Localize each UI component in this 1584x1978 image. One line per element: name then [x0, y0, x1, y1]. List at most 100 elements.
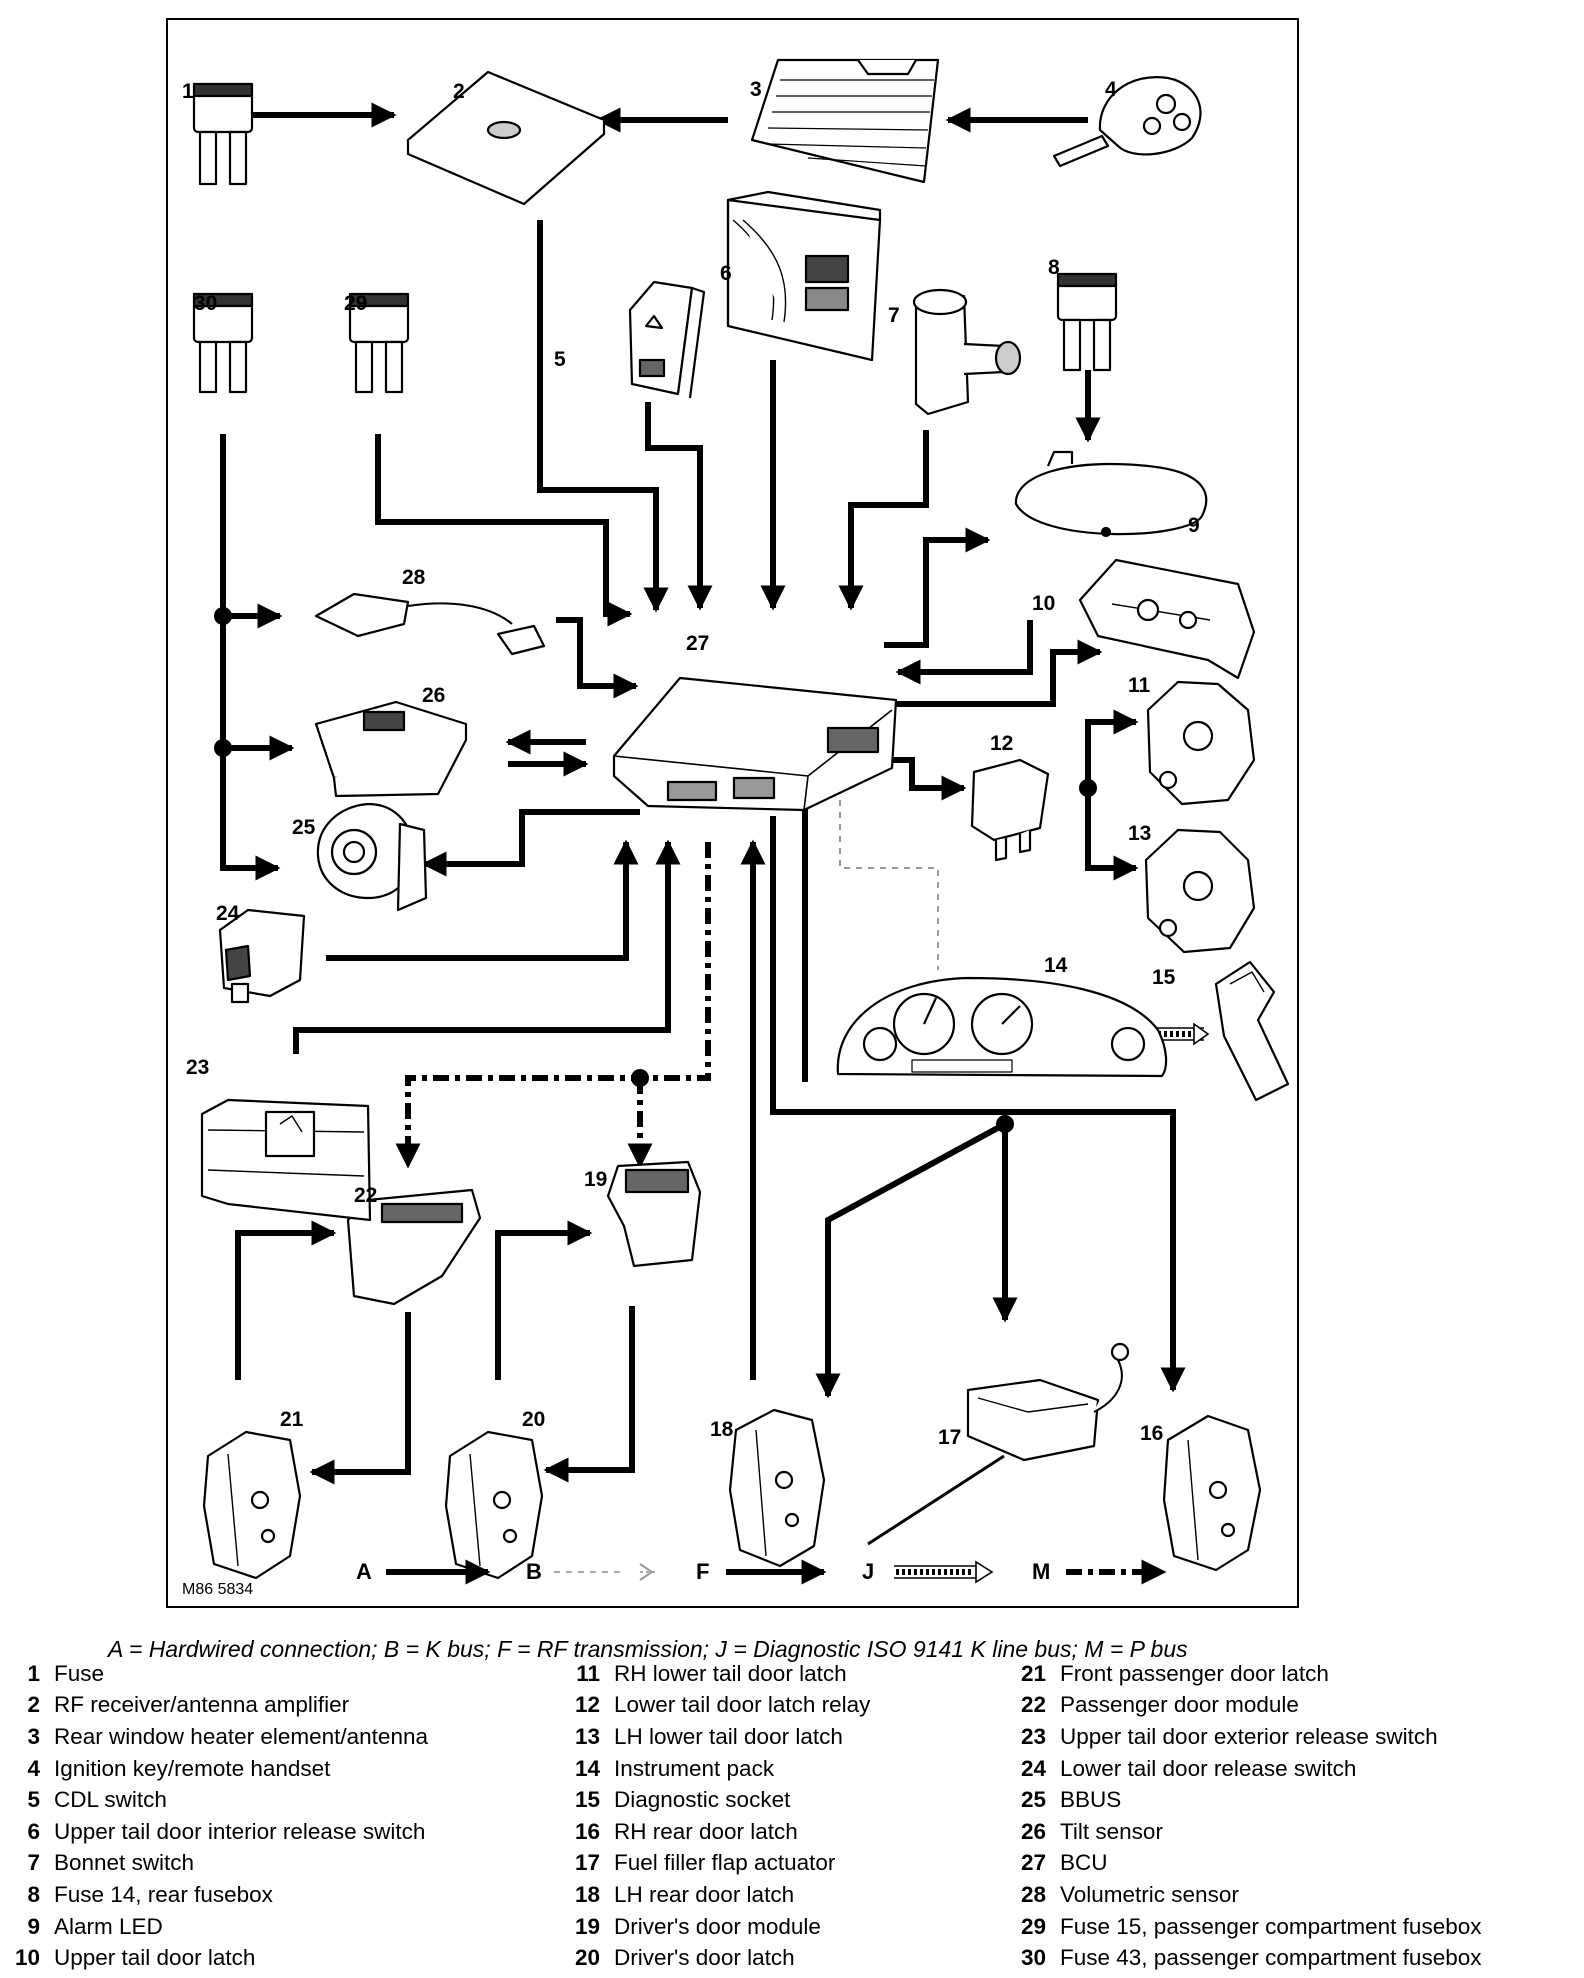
- key-number: 4: [27, 1755, 40, 1781]
- key-item: 7 Bonnet switch: [10, 1848, 428, 1880]
- key-number: 24: [1020, 1755, 1046, 1781]
- key-item: 22 Passenger door module: [1016, 1690, 1481, 1722]
- label-14: 14: [1044, 954, 1068, 977]
- label-26: 26: [422, 684, 445, 707]
- junction-dot: [1079, 779, 1097, 797]
- diagnostic-socket-drawing: [1214, 960, 1290, 1102]
- key-label: Bonnet switch: [54, 1850, 195, 1876]
- key-number: 17: [574, 1850, 600, 1876]
- tilt-sensor-drawing: [314, 700, 468, 798]
- label-22: 22: [354, 1184, 377, 1207]
- drivers-latch-drawing: [444, 1430, 544, 1580]
- label-6: 6: [720, 262, 732, 285]
- label-12: 12: [990, 732, 1013, 755]
- key-number: 9: [27, 1913, 40, 1939]
- label-25: 25: [292, 816, 316, 839]
- key-number: 19: [574, 1913, 600, 1939]
- wire-12-13: [1085, 788, 1139, 881]
- label-9: 9: [1188, 514, 1200, 537]
- wire-jct-18: [815, 1121, 1007, 1399]
- key-number: 26: [1020, 1818, 1046, 1844]
- fuel-flap-actuator-drawing: [867, 1342, 1130, 1546]
- instrument-pack-drawing: [836, 976, 1168, 1078]
- junction-dot: [996, 1115, 1014, 1133]
- fuse-29-drawing: [348, 292, 410, 394]
- label-10: 10: [1032, 592, 1055, 615]
- key-number: 29: [1020, 1913, 1046, 1939]
- key-number: 13: [574, 1723, 600, 1749]
- label-7: 7: [888, 304, 900, 327]
- key-number: 12: [574, 1692, 600, 1718]
- rh-rear-latch-drawing: [1162, 1414, 1262, 1572]
- wire-20-19: [495, 1220, 593, 1380]
- wire-28-27: [556, 617, 639, 699]
- legend-letter-f: F: [696, 1559, 709, 1584]
- key-number: 14: [574, 1755, 600, 1781]
- key-item: 4 Ignition key/remote handset: [10, 1753, 428, 1785]
- cdl-switch-drawing: [628, 280, 706, 399]
- key-label: Ignition key/remote handset: [54, 1755, 331, 1781]
- key-label: CDL switch: [54, 1787, 167, 1813]
- key-label: Rear window heater element/antenna: [54, 1723, 428, 1749]
- wire-12-11: [1085, 709, 1139, 788]
- label-16: 16: [1140, 1422, 1163, 1445]
- interior-release-switch-drawing: [726, 190, 882, 362]
- label-24: 24: [216, 902, 240, 925]
- line-type-caption: A = Hardwired connection; B = K bus; F =…: [108, 1636, 1188, 1662]
- label-17: 17: [938, 1426, 961, 1449]
- label-27: 27: [686, 632, 709, 655]
- label-8: 8: [1048, 256, 1060, 279]
- wire-30-bus: [220, 434, 281, 881]
- key-label: Driver's door latch: [614, 1945, 795, 1971]
- key-number: 30: [1020, 1945, 1046, 1971]
- key-number: 15: [574, 1787, 600, 1813]
- key-label: BCU: [1060, 1850, 1108, 1876]
- kbus-line: [839, 776, 939, 970]
- label-5: 5: [554, 348, 566, 371]
- alarm-led-drawing: [1014, 450, 1208, 538]
- key-item: 20 Driver's door latch: [570, 1942, 870, 1974]
- key-number: 2: [27, 1692, 40, 1718]
- key-label: Upper tail door latch: [54, 1945, 256, 1971]
- key-label: Lower tail door latch relay: [614, 1692, 871, 1718]
- key-item: 24 Lower tail door release switch: [1016, 1753, 1481, 1785]
- junction-dot: [214, 739, 232, 757]
- label-29: 29: [344, 292, 367, 315]
- key-label: Passenger door module: [1060, 1692, 1299, 1718]
- label-3: 3: [750, 78, 762, 101]
- key-label: Lower tail door release switch: [1060, 1755, 1357, 1781]
- key-number: 8: [27, 1881, 40, 1907]
- key-label: Front passenger door latch: [1060, 1660, 1329, 1686]
- fuse-30-drawing: [192, 292, 254, 394]
- bbus-siren-drawing: [316, 802, 428, 912]
- label-11: 11: [1128, 674, 1151, 697]
- wire-23-27: [293, 839, 681, 1054]
- key-label: Fuse 14, rear fusebox: [54, 1881, 273, 1907]
- diag-arrow-right: [1193, 1022, 1210, 1046]
- key-number: 7: [27, 1850, 40, 1876]
- wire-27-10: [896, 639, 1103, 707]
- key-number: 22: [1020, 1692, 1046, 1718]
- legend-letter-a: A: [356, 1559, 372, 1584]
- key-label: Upper tail door interior release switch: [54, 1818, 426, 1844]
- key-number: 21: [1020, 1660, 1046, 1686]
- legend-letter-b: B: [526, 1559, 542, 1584]
- latch-relay-drawing: [970, 758, 1050, 862]
- label-19: 19: [584, 1168, 607, 1191]
- wire-10-27: [895, 620, 1033, 685]
- key-number: 20: [574, 1945, 600, 1971]
- key-label: Tilt sensor: [1060, 1818, 1163, 1844]
- label-30: 30: [194, 292, 217, 315]
